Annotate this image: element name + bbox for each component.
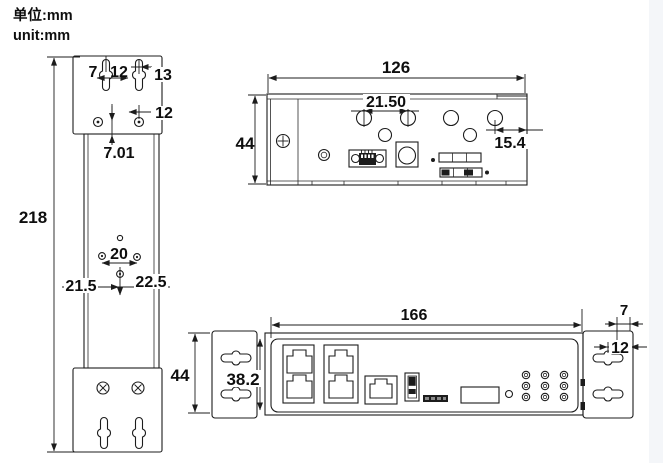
display-window: [460, 386, 500, 404]
side-dim-bottom-right: 22.5: [135, 274, 166, 291]
front-view: 166 44 38.2 7 12: [171, 302, 647, 419]
serial-terminal-block: [348, 149, 387, 168]
unit-label-cn: 单位:mm: [13, 6, 73, 24]
screw-hole: [92, 116, 145, 128]
side-dim-keyhole-right: 13: [154, 67, 172, 84]
led-indicators: [521, 370, 569, 402]
side-dim-vent-spacing: 20: [110, 246, 128, 263]
front-body: [264, 332, 584, 416]
rj45-port: [286, 349, 313, 374]
unit-label-en: unit:mm: [13, 28, 70, 44]
side-dim-keyhole-edge: 7: [89, 64, 98, 81]
keyhole-slot: [131, 58, 147, 92]
sim-slots: [431, 152, 489, 178]
sim-card-slot: [423, 395, 448, 402]
reset-button: [504, 389, 514, 399]
rj45-port: [328, 349, 354, 374]
usb-port: [404, 372, 420, 402]
keyhole-slot: [592, 386, 624, 402]
top-dim-depth: 44: [236, 134, 255, 153]
side-dim-screw-offset: 12: [155, 105, 173, 122]
side-view: 218 7 12 13 12 7.01 20 21.5 22.5: [19, 55, 178, 453]
cable-grommet: [317, 148, 331, 162]
side-dim-screw-bottom: 7.01: [103, 145, 134, 162]
side-dim-bottom-left: 21.5: [65, 278, 96, 295]
side-bottom-plate: [72, 367, 163, 453]
keyhole-slot: [96, 416, 112, 450]
side-nub: [580, 402, 585, 410]
front-dim-ear-hole-top: 7: [620, 302, 628, 319]
front-panel: [270, 338, 579, 413]
rj45-port: [286, 374, 313, 399]
side-dim-keyhole-spacing: 12: [110, 64, 128, 81]
front-dim-height: 44: [171, 366, 190, 385]
front-dim-ear-hole-spacing: 12: [611, 340, 629, 357]
top-dim-antenna-spacing: 21.50: [366, 94, 406, 111]
side-dim-overall-height: 218: [19, 208, 47, 227]
rj45-port: [369, 378, 393, 399]
side-nub: [580, 379, 585, 386]
top-dim-antenna-edge: 15.4: [494, 135, 525, 152]
dc-power-jack: [395, 141, 419, 168]
top-dim-width: 126: [382, 58, 410, 77]
antenna-holes: [355, 109, 504, 143]
keyhole-slot: [131, 416, 147, 450]
keyhole-slot: [220, 350, 252, 366]
base-ticks: [311, 181, 507, 185]
unit-labels: 单位:mm unit:mm: [13, 6, 73, 44]
ethernet-port-block: [282, 344, 398, 405]
top-view: 126 44 21.50 15.4: [236, 58, 543, 186]
phillips-screw: [96, 381, 145, 395]
front-dim-panel-height: 38.2: [226, 370, 259, 389]
front-dim-width: 166: [401, 307, 428, 324]
phillips-screw: [275, 133, 291, 149]
page-margin-strip: [649, 0, 663, 463]
keyhole-slot: [220, 386, 252, 402]
rj45-port: [328, 374, 354, 399]
